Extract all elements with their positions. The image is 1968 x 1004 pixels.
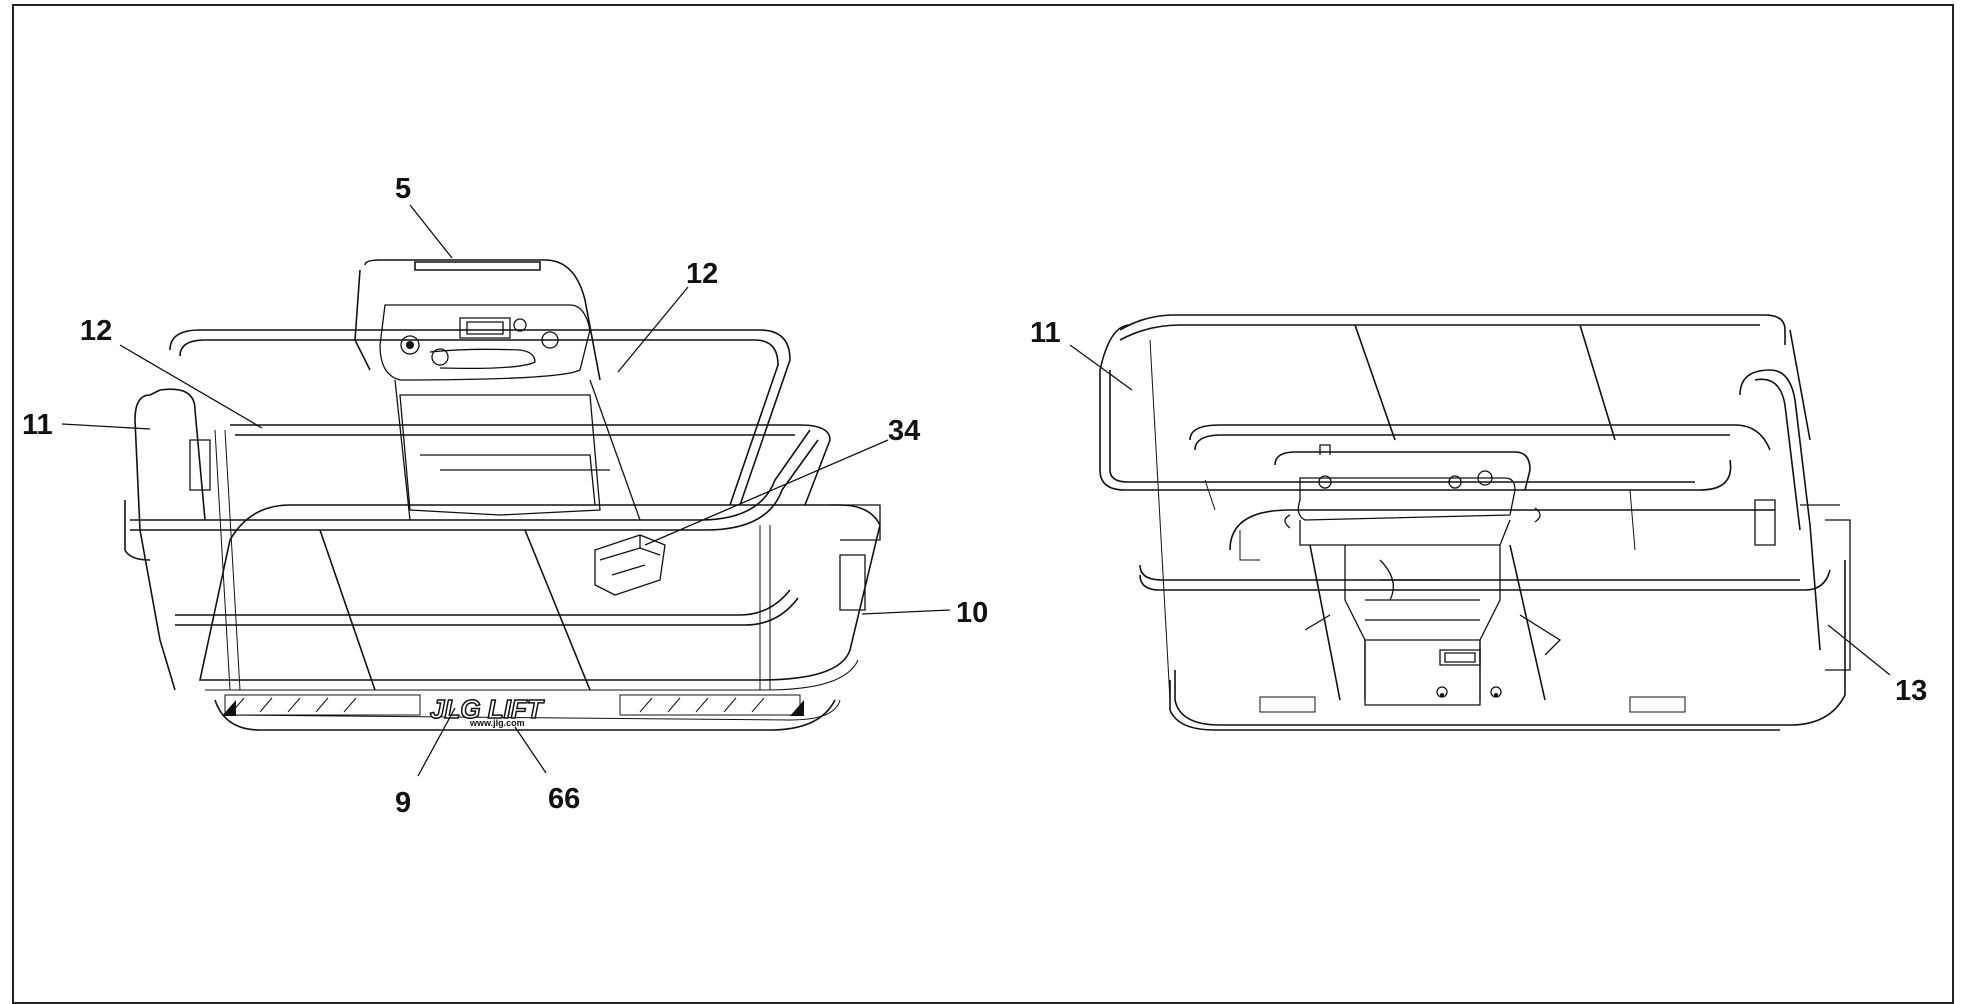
callout-34: 34 xyxy=(888,415,920,447)
right-platform-floor xyxy=(1174,560,1846,726)
leader-66 xyxy=(514,726,547,774)
callout-labels: 5 12 12 11 34 10 9 66 11 13 xyxy=(22,173,1927,819)
leader-11-left xyxy=(61,423,151,430)
right-end-gate xyxy=(1739,369,1821,651)
leader-11-right xyxy=(1069,344,1133,391)
callout-66: 66 xyxy=(548,783,580,815)
right-platform xyxy=(1099,314,1851,731)
leader-lines xyxy=(61,204,1891,777)
footswitch xyxy=(594,534,666,596)
leader-5 xyxy=(409,204,453,259)
rear-console xyxy=(1274,444,1562,706)
leader-10 xyxy=(861,609,951,615)
left-platform: JLG LIFT www.jlg.com xyxy=(124,259,881,731)
callout-13: 13 xyxy=(1895,675,1927,707)
control-console xyxy=(354,259,641,521)
left-front-top-rail xyxy=(130,429,811,521)
right-front-top-rail xyxy=(1099,370,1732,491)
callout-5: 5 xyxy=(395,173,411,205)
left-end-gate xyxy=(134,394,176,691)
right-rear-top-rail xyxy=(1119,314,1786,345)
left-platform-floor xyxy=(199,504,881,681)
leader-34 xyxy=(644,439,889,546)
leader-12-left xyxy=(119,344,263,429)
leader-12-right xyxy=(617,286,689,373)
callout-10: 10 xyxy=(956,597,988,629)
leader-9 xyxy=(417,707,456,777)
decal-url: www.jlg.com xyxy=(469,718,525,728)
callout-9: 9 xyxy=(395,787,411,819)
kick-plate xyxy=(222,694,804,716)
callout-12-right: 12 xyxy=(686,258,718,290)
left-rear-top-rail xyxy=(169,329,791,506)
callout-12-left: 12 xyxy=(80,315,112,347)
leader-13 xyxy=(1827,624,1891,676)
callout-11-right: 11 xyxy=(1030,317,1061,349)
callout-11-left: 11 xyxy=(22,409,53,441)
